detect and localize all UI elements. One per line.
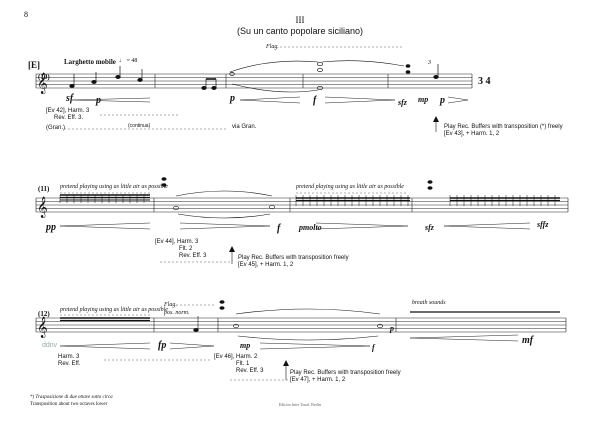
- measure-number-12: (12): [38, 310, 50, 318]
- treble-clef-icon: 𝄞: [37, 73, 48, 94]
- performance-direction: pretend playing using as little air as p…: [296, 184, 404, 190]
- footnote: *) Trasposizione di due ottave sotto cir…: [30, 395, 113, 407]
- dynamic-f: f: [372, 343, 375, 352]
- dynamic-sfz: sfz: [398, 98, 407, 107]
- flag-label: Flag.: [266, 44, 279, 50]
- performance-direction: pretend playing using as little air as p…: [60, 184, 168, 190]
- ev-block-left: Harm. 3 Rev. Eff.: [58, 354, 81, 367]
- measure-number-11: (11): [38, 185, 50, 193]
- beamed-notes: [60, 194, 150, 201]
- tempo-metronome: ♩ = 48: [119, 58, 138, 64]
- buffer-note: Play Rec. Buffers with transposition fre…: [290, 370, 401, 383]
- performance-direction: pretend playing using as little air as p…: [60, 307, 168, 313]
- pos-norm-label: pos. norm.: [164, 310, 190, 316]
- dynamic-p-molto: pmolto: [299, 223, 322, 232]
- stamp-mark: ddnv: [42, 342, 58, 349]
- arrow-up-icon: [433, 116, 439, 122]
- buffer-note: Play Rec. Buffers with transposition (*)…: [444, 124, 563, 137]
- dynamic-sf: sf: [66, 93, 74, 104]
- ev-block: [Ev 42], Harm. 3 Rev. Eff. 3.: [46, 108, 90, 121]
- dynamic-sfz: sfz: [425, 223, 434, 232]
- staff-system-3: [35, 317, 567, 333]
- dynamic-mp: mp: [418, 95, 429, 104]
- arrow-up-icon: [283, 360, 289, 366]
- staff-system-1: [35, 73, 473, 89]
- dynamic-p: p: [230, 93, 235, 104]
- ev-block: [Ev 46], Harm. 2 Flt. 1 Rev. Eff. 3: [214, 354, 264, 374]
- dynamic-f: f: [313, 95, 317, 106]
- treble-clef-icon: 𝄞: [37, 197, 48, 218]
- treble-clef-icon: 𝄞: [37, 317, 48, 338]
- movement-title: III: [295, 15, 305, 25]
- dynamic-mf: mf: [522, 335, 534, 346]
- movement-subtitle: (Su un canto popolare siciliano): [236, 26, 364, 36]
- flag-label: Flag.: [164, 302, 177, 308]
- ev-block: [Ev 44], Harm. 3 Flt. 2 Rev. Eff. 3: [155, 239, 207, 259]
- continua-label: (continua): [128, 123, 151, 129]
- via-gran-label: via Gran.: [232, 124, 257, 130]
- measure-number-10: (10): [38, 73, 50, 81]
- buffer-note: Play Rec. Buffers with transposition fre…: [238, 255, 349, 268]
- rehearsal-mark: [E]: [28, 60, 40, 70]
- time-signature: 3 4: [478, 76, 491, 87]
- breath-sounds-label: breath sounds: [412, 300, 446, 306]
- granulator-label: (Gran.): [46, 125, 66, 131]
- tempo-marking: Larghetto mobile: [64, 58, 116, 66]
- dynamic-sffz: sffz: [537, 220, 549, 229]
- tuplet-number: 3: [428, 60, 431, 66]
- dynamic-f: f: [277, 223, 281, 234]
- publisher-footer: Edition Inter Tonal, Berlin: [278, 402, 322, 407]
- page-number: 8: [24, 10, 28, 19]
- dynamic-fp: fp: [158, 340, 167, 351]
- dynamic-p: p: [440, 95, 445, 106]
- arrow-up-icon: [229, 246, 235, 252]
- dynamic-pp: pp: [46, 222, 56, 233]
- dynamic-mp: mp: [240, 341, 251, 350]
